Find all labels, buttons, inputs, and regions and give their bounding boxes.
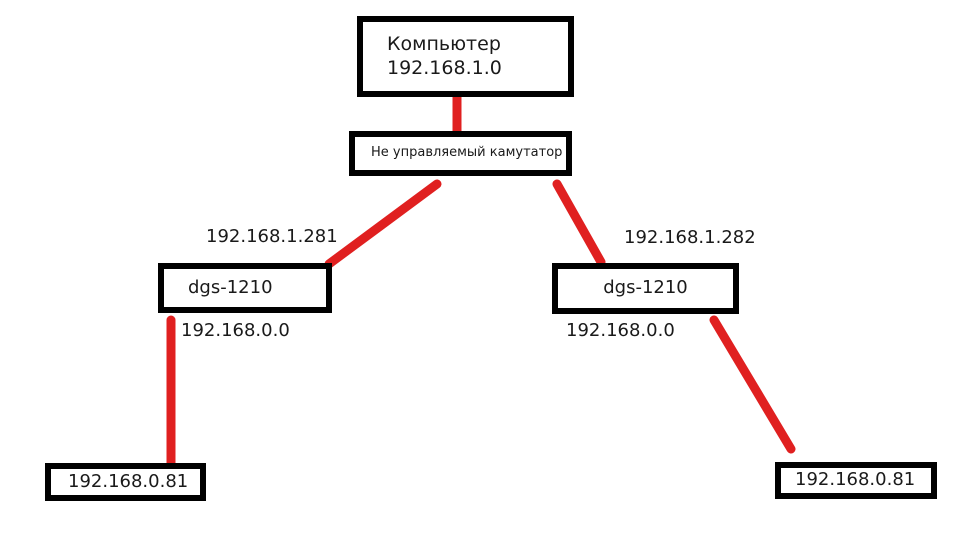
- node-dgs-1210-left: dgs-1210: [158, 263, 332, 313]
- node-host-right: 192.168.0.81: [775, 462, 937, 499]
- edge-label-uplink-right: 192.168.1.282: [624, 227, 756, 248]
- node-host-left-address: 192.168.0.81: [68, 470, 189, 492]
- link-switch-to-dgs-left: [324, 179, 442, 269]
- edge-label-uplink-left: 192.168.1.281: [206, 226, 338, 247]
- node-host-left: 192.168.0.81: [45, 463, 206, 501]
- edge-label-subnet-left: 192.168.0.0: [181, 320, 290, 341]
- node-dgs-1210-right-label: dgs-1210: [603, 277, 688, 299]
- node-unmanaged-switch-label: Не управляемый камутатор: [371, 145, 563, 161]
- node-dgs-1210-left-label: dgs-1210: [188, 276, 273, 298]
- node-computer-address: 192.168.1.0: [387, 56, 502, 79]
- node-unmanaged-switch: Не управляемый камутатор: [349, 131, 572, 176]
- link-switch-to-dgs-right: [552, 179, 606, 267]
- node-computer-name: Компьютер: [387, 32, 501, 55]
- link-dgs-right-to-host-right: [709, 315, 796, 454]
- edge-label-subnet-right: 192.168.0.0: [566, 320, 675, 341]
- node-host-right-address: 192.168.0.81: [795, 469, 916, 491]
- node-dgs-1210-right: dgs-1210: [552, 263, 739, 314]
- node-computer: Компьютер 192.168.1.0: [357, 16, 574, 97]
